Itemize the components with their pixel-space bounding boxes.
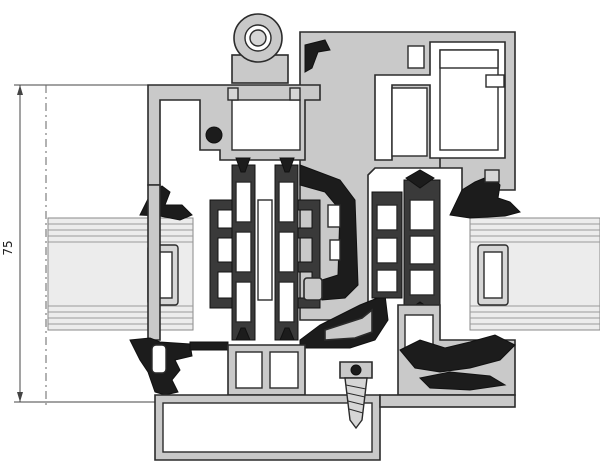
sash-chamber-top — [231, 99, 301, 151]
ins-cell-4 — [278, 181, 295, 223]
sash-bottom — [227, 344, 306, 396]
frame-cell-2 — [376, 237, 398, 264]
gasket-left-bottom-hole — [151, 344, 167, 374]
frame-cell-4 — [409, 199, 435, 231]
ins-clip-1 — [235, 157, 251, 173]
outer-frame-chamber-3 — [439, 49, 499, 69]
sash-lug-right — [289, 87, 301, 101]
frame-cell-5 — [409, 235, 435, 265]
gasket-glazing-right-bottom — [399, 334, 516, 373]
ins-clip-2 — [279, 157, 295, 173]
sash-seal-bead — [205, 126, 223, 144]
gasket-top — [304, 39, 331, 73]
insulation-fin-left — [209, 199, 233, 309]
glass-right — [469, 217, 600, 331]
ins-clip-4 — [279, 327, 295, 341]
center-seal-insert — [303, 277, 323, 301]
screw-drive — [350, 364, 362, 376]
frame-clip-top — [405, 169, 435, 189]
ins-cell-5 — [278, 231, 295, 273]
ins-cell-3 — [235, 281, 252, 323]
frame-cell-3 — [376, 269, 398, 293]
thermal-break-frame — [371, 169, 441, 321]
sash-bead-left — [147, 184, 161, 341]
glass-left — [47, 217, 194, 331]
dimension-label: 75 — [1, 240, 15, 255]
frame-cell-1 — [376, 204, 398, 231]
spacer-right-cavity — [483, 251, 503, 299]
sash-bottom-chamber-1 — [235, 351, 263, 389]
base-channel-cavity — [162, 402, 373, 453]
outer-frame-slot-top — [407, 45, 425, 69]
base-ledge-right — [379, 394, 516, 408]
center-seal-hole-1 — [327, 204, 341, 228]
base-channel — [154, 394, 516, 461]
gasket-glazing-right-top — [449, 174, 521, 219]
dimension-arrow-bottom — [17, 392, 23, 402]
frame-cell-6 — [409, 269, 435, 296]
sash-bottom-chamber-2 — [269, 351, 299, 389]
sash-lug-left — [227, 87, 239, 101]
sill-gasket-core — [324, 308, 373, 341]
gasket-right-clip — [484, 169, 500, 183]
ins-core-void — [257, 199, 273, 301]
hinge-pin — [231, 13, 289, 84]
ins-cell-6 — [278, 281, 295, 323]
ins-clip-3 — [235, 327, 251, 341]
ins-cell-1 — [235, 181, 252, 223]
sash-frame — [147, 84, 321, 186]
gasket-strip-left — [189, 341, 229, 351]
outer-frame-slot — [485, 74, 505, 88]
gasket-sill-right — [418, 371, 507, 391]
dimension-arrow-top — [17, 85, 23, 95]
hinge-pin-core — [249, 29, 267, 47]
ins-cell-2 — [235, 231, 252, 273]
fixing-screw — [339, 361, 373, 430]
frame-bottom-right — [397, 304, 516, 396]
dimension-75: 75 — [1, 84, 160, 403]
center-seal-hole-2 — [329, 239, 341, 261]
outer-frame-chamber-1 — [391, 87, 428, 157]
